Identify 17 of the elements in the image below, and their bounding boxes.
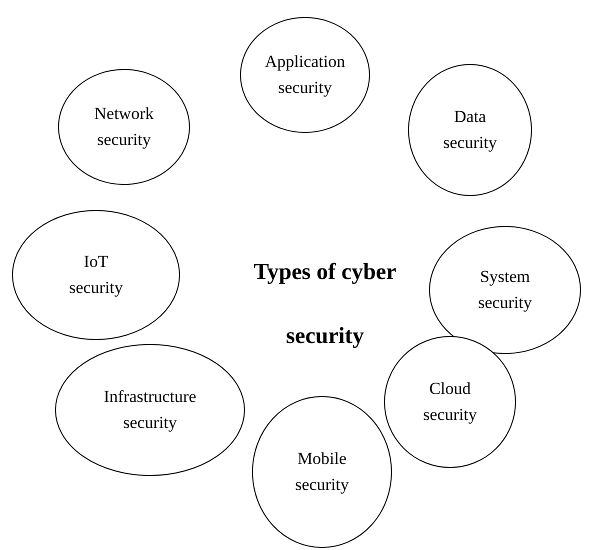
security-type-ellipse [58,69,190,185]
node-label: System security [477,266,533,314]
node-label: Mobile security [294,448,350,496]
node-label: IoT security [68,251,124,299]
security-type-ellipse [429,226,581,354]
node-label: Data security [442,106,498,154]
diagram-title: Types of cyber security [252,258,398,350]
security-type-ellipse [408,64,532,196]
security-type-ellipse [384,336,516,468]
node-label: Cloud security [422,378,478,426]
node-label: Infrastructure security [102,386,198,434]
node-label: Network security [93,103,155,151]
security-type-ellipse [252,396,392,548]
security-type-ellipse [55,344,245,476]
security-type-ellipse [240,17,370,133]
node-label: Application security [264,51,346,99]
security-type-ellipse [12,210,180,340]
